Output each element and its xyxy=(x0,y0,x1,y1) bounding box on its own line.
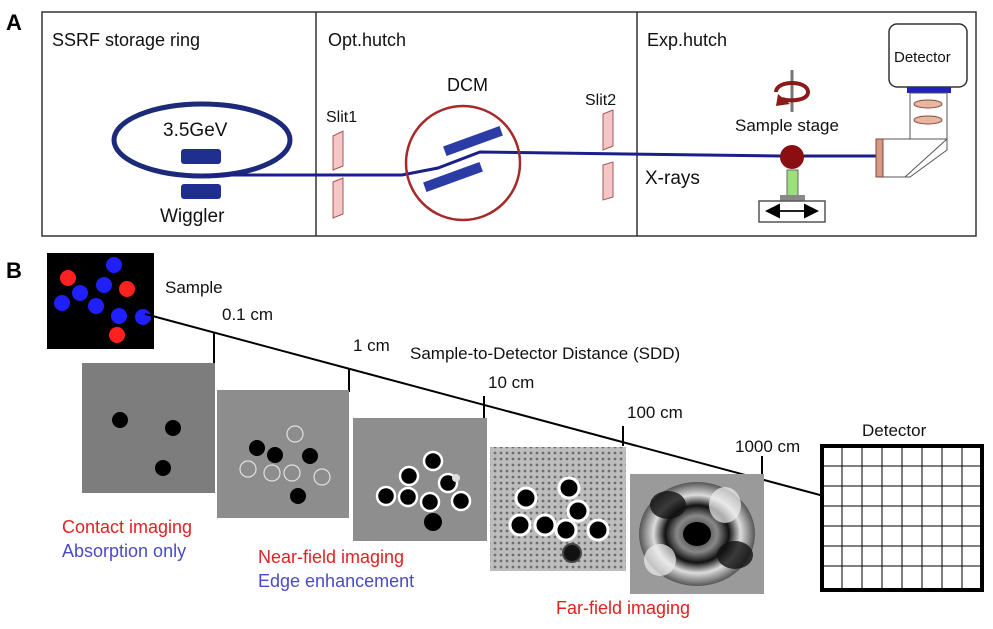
dcm-crystal-2 xyxy=(423,162,483,192)
lens-1 xyxy=(913,99,943,109)
detector-grid-lines xyxy=(822,446,982,590)
distance-label-4: 1000 cm xyxy=(735,437,800,456)
sdd-axis-line xyxy=(144,313,906,523)
near-field-image xyxy=(217,390,349,518)
absorption-only-caption: Absorption only xyxy=(62,541,186,561)
contact-image-particles xyxy=(112,412,181,476)
xrays-label: X-rays xyxy=(645,168,700,189)
slit1-bottom xyxy=(332,177,344,219)
edge-enhancement-caption: Edge enhancement xyxy=(258,571,414,591)
contact-image xyxy=(82,363,215,493)
slit1-label: Slit1 xyxy=(326,109,357,126)
fringe-image xyxy=(490,447,626,571)
slit2-label: Slit2 xyxy=(585,92,616,109)
wiggler-magnet-top xyxy=(181,149,221,164)
scintillator xyxy=(875,138,884,178)
far-field-caption: Far-field imaging xyxy=(556,598,690,618)
slit2-top xyxy=(602,109,614,151)
energy-label: 3.5GeV xyxy=(163,120,228,141)
stage-post xyxy=(786,169,799,197)
slit2-bottom xyxy=(602,161,614,201)
sample-particles xyxy=(54,257,151,343)
dcm-circle xyxy=(404,104,522,222)
contact-imaging-caption: Contact imaging xyxy=(62,517,192,537)
wiggler-magnet-bottom xyxy=(181,184,221,199)
far-field-speckle xyxy=(639,482,755,586)
near-field-caption: Near-field imaging xyxy=(258,547,404,567)
distance-label-0: 0.1 cm xyxy=(222,305,273,324)
exp-hutch-label: Exp.hutch xyxy=(647,30,727,50)
wiggler-label: Wiggler xyxy=(160,206,225,227)
panel-b-label: B xyxy=(6,258,22,283)
opt-hutch-label: Opt.hutch xyxy=(328,30,406,50)
distance-label-1: 1 cm xyxy=(353,336,390,355)
fringe-image-particles xyxy=(508,476,610,563)
detector-label-a: Detector xyxy=(894,49,951,66)
rotation-arrowhead-icon xyxy=(776,94,790,106)
near-field-image-particles xyxy=(239,425,331,504)
detector-label-b: Detector xyxy=(862,421,927,440)
sdd-axis-title: Sample-to-Detector Distance (SDD) xyxy=(410,344,680,363)
slit1-top xyxy=(332,130,344,171)
rotation-arrow-icon xyxy=(774,81,811,103)
stage-base xyxy=(780,195,805,201)
dcm-crystal-1 xyxy=(443,126,503,156)
lens-2 xyxy=(913,115,943,125)
detector-window xyxy=(907,87,951,93)
edge-enhancement-image xyxy=(353,418,487,541)
panel-a-label: A xyxy=(6,10,22,35)
sample-stage-label: Sample stage xyxy=(735,116,839,135)
storage-ring-label: SSRF storage ring xyxy=(52,30,200,50)
distance-label-2: 10 cm xyxy=(488,373,534,392)
edge-image-particles xyxy=(375,450,472,531)
distance-label-3: 100 cm xyxy=(627,403,683,422)
sample-ball xyxy=(780,145,804,169)
sample-label: Sample xyxy=(165,278,223,297)
mirror-diagonal xyxy=(904,138,948,178)
dcm-label: DCM xyxy=(447,75,488,95)
